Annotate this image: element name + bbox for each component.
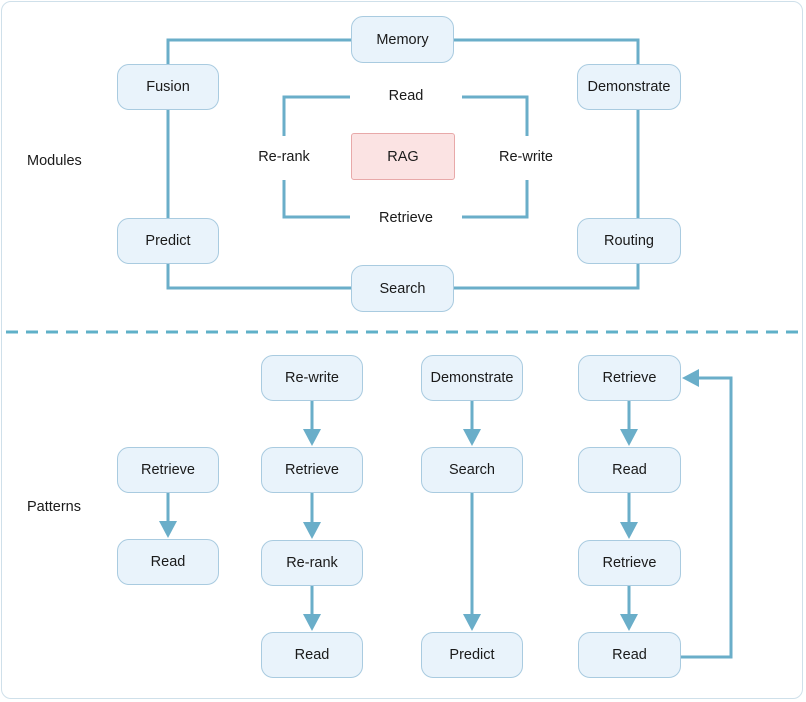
inner-label-read: Read	[388, 88, 424, 104]
pattern-2-step-3: Re-rank	[261, 540, 363, 586]
arrow-head	[303, 614, 321, 631]
pattern-1-step-1: Retrieve	[117, 447, 219, 493]
arrow-head	[620, 429, 638, 446]
loop-back-connector	[681, 376, 733, 659]
pattern-3-step-2: Search	[421, 447, 523, 493]
inner-bracket-top-left	[282, 95, 350, 136]
outer-loop-left-bottom	[166, 264, 352, 290]
module-predict: Predict	[117, 218, 219, 264]
pattern-2-step-2: Retrieve	[261, 447, 363, 493]
outer-loop-right-top	[454, 38, 640, 64]
arrow-head	[463, 429, 481, 446]
pattern-3-step-1: Demonstrate	[421, 355, 523, 401]
outer-loop-right-bottom	[454, 264, 640, 290]
arrow-head	[463, 614, 481, 631]
pattern-2-step-4: Read	[261, 632, 363, 678]
inner-bracket-bottom-right	[462, 180, 529, 219]
inner-bracket-bottom-left	[282, 180, 350, 219]
rag-core-box: RAG	[351, 133, 455, 180]
arrow-head	[303, 429, 321, 446]
inner-bracket-top-right	[462, 95, 529, 136]
arrow-head	[303, 522, 321, 539]
inner-label-rewrite: Re-write	[499, 149, 553, 165]
module-memory: Memory	[351, 16, 454, 63]
outer-loop-left-top	[166, 38, 352, 64]
arrow-head	[620, 614, 638, 631]
module-fusion: Fusion	[117, 64, 219, 110]
module-routing: Routing	[577, 218, 681, 264]
module-search: Search	[351, 265, 454, 312]
module-demonstrate: Demonstrate	[577, 64, 681, 110]
pattern-4-step-3: Retrieve	[578, 540, 681, 586]
modules-section-label: Modules	[27, 153, 82, 169]
inner-label-retrieve: Retrieve	[379, 210, 433, 226]
loop-back-arrow-head	[682, 369, 699, 387]
patterns-section-label: Patterns	[27, 499, 81, 515]
arrow-head	[620, 522, 638, 539]
pattern-3-step-3: Predict	[421, 632, 523, 678]
arrow-head	[159, 521, 177, 538]
pattern-1-step-2: Read	[117, 539, 219, 585]
pattern-4-step-4: Read	[578, 632, 681, 678]
inner-label-rerank: Re-rank	[258, 149, 310, 165]
pattern-4-step-1: Retrieve	[578, 355, 681, 401]
pattern-2-step-1: Re-write	[261, 355, 363, 401]
pattern-4-step-2: Read	[578, 447, 681, 493]
